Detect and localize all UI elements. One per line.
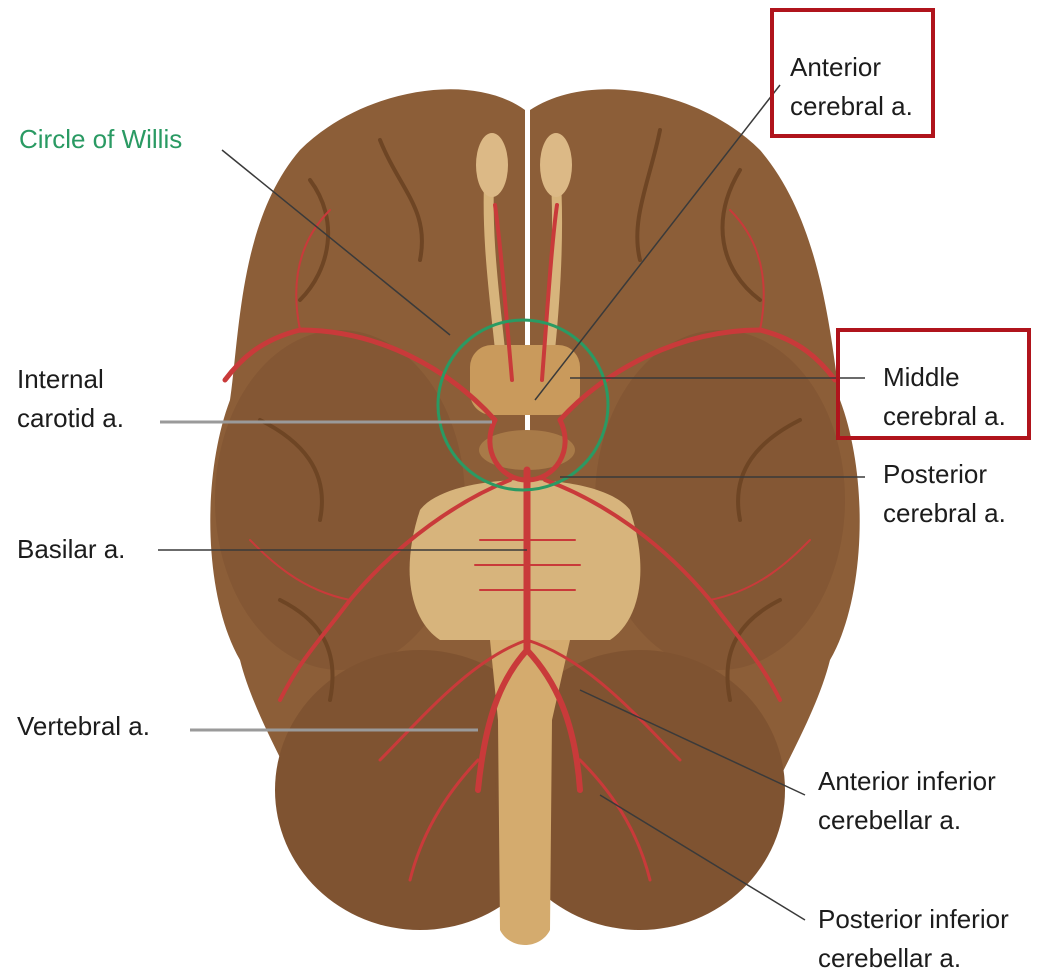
optic-chiasm	[470, 345, 580, 415]
label-line: Anterior inferior	[818, 762, 996, 801]
label-line: Posterior	[883, 455, 1006, 494]
label-pica: Posterior inferior cerebellar a.	[818, 900, 1009, 978]
label-line: Vertebral a.	[17, 707, 150, 746]
highlight-box-middle-cerebral	[836, 328, 1031, 440]
label-circle-of-willis: Circle of Willis	[19, 120, 182, 159]
label-posterior-cerebral: Posterior cerebral a.	[883, 455, 1006, 533]
label-basilar: Basilar a.	[17, 530, 125, 569]
label-line: Internal	[17, 360, 124, 399]
label-line: cerebellar a.	[818, 939, 1009, 978]
left-olfactory-bulb	[476, 133, 508, 197]
label-vertebral: Vertebral a.	[17, 707, 150, 746]
highlight-box-anterior-cerebral	[770, 8, 935, 138]
label-line: Basilar a.	[17, 530, 125, 569]
right-olfactory-bulb	[540, 133, 572, 197]
label-line: carotid a.	[17, 399, 124, 438]
label-internal-carotid: Internal carotid a.	[17, 360, 124, 438]
right-temporal-lobe	[595, 330, 845, 670]
label-aica: Anterior inferior cerebellar a.	[818, 762, 996, 840]
label-line: cerebellar a.	[818, 801, 996, 840]
label-circle-of-willis-text: Circle of Willis	[19, 120, 182, 159]
label-line: Posterior inferior	[818, 900, 1009, 939]
label-line: cerebral a.	[883, 494, 1006, 533]
